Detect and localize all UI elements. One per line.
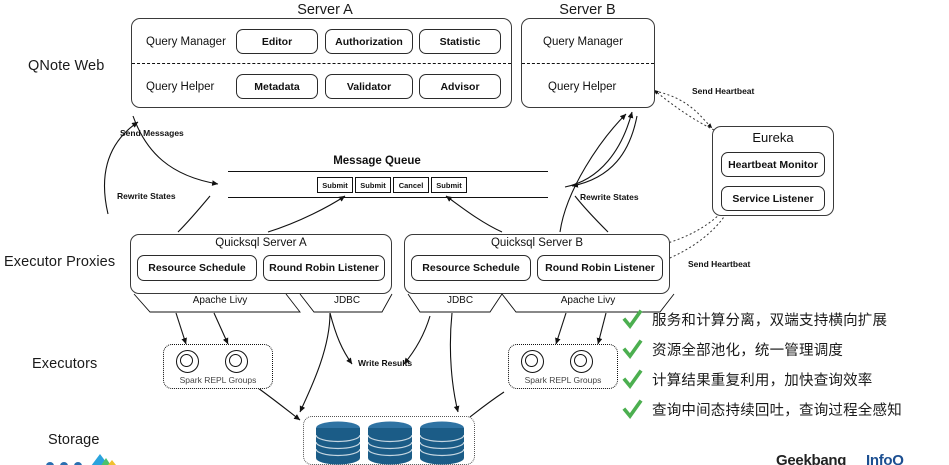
server-b-row-label-query-helper: Query Helper <box>548 81 617 93</box>
server-a-title: Server A <box>297 2 353 18</box>
edge-label-write-results: Write Results <box>358 358 413 368</box>
connector-label-jdbc-a: JDBC <box>333 295 361 306</box>
spark-repl-node-left-2 <box>225 350 248 373</box>
list-item: 计算结果重复利用，加快查询效率 <box>622 366 902 392</box>
spark-repl-node-right-2 <box>570 350 593 373</box>
module-editor[interactable]: Editor <box>236 29 318 54</box>
message-queue-rail-bottom <box>228 197 548 198</box>
server-a-row-label-query-helper: Query Helper <box>146 81 215 93</box>
brand-infoq: InfoQ <box>866 452 904 465</box>
storage-databases <box>315 421 465 465</box>
message-queue-chip-4[interactable]: Submit <box>431 177 467 193</box>
list-item: 资源全部池化，统一管理调度 <box>622 336 902 362</box>
layer-label-qnote-web: QNote Web <box>28 58 105 74</box>
server-a-row-label-query-manager: Query Manager <box>146 36 226 48</box>
server-b-title: Server B <box>559 2 616 18</box>
benefits-list: 服务和计算分离，双端支持横向扩展 资源全部池化，统一管理调度 计算结果重复利用，… <box>622 306 902 422</box>
quicksql-server-b-title: Quicksql Server B <box>490 237 584 249</box>
message-queue-chip-2[interactable]: Submit <box>355 177 391 193</box>
list-item: 查询中间态持续回吐，查询过程全感知 <box>622 396 902 422</box>
benefit-text-3: 计算结果重复利用，加快查询效率 <box>652 372 873 389</box>
spark-repl-group-left-label: Spark REPL Groups <box>179 375 257 385</box>
benefit-text-2: 资源全部池化，统一管理调度 <box>652 342 844 359</box>
eureka-title: Eureka <box>752 130 794 145</box>
connector-label-apache-livy-a: Apache Livy <box>192 295 248 306</box>
module-metadata[interactable]: Metadata <box>236 74 318 99</box>
check-icon <box>622 368 643 390</box>
server-b-box <box>521 18 655 108</box>
edge-label-send-heartbeat-top: Send Heartbeat <box>692 86 755 96</box>
list-item: 服务和计算分离，双端支持横向扩展 <box>622 306 902 332</box>
quicksql-b-module-round-robin-listener[interactable]: Round Robin Listener <box>537 255 663 281</box>
message-queue-chip-3[interactable]: Cancel <box>393 177 429 193</box>
edge-label-send-messages: Send Messages <box>120 128 184 138</box>
quicksql-a-module-round-robin-listener[interactable]: Round Robin Listener <box>263 255 385 281</box>
module-authorization[interactable]: Authorization <box>325 29 413 54</box>
spark-repl-group-right-label: Spark REPL Groups <box>524 375 602 385</box>
quicksql-server-a-title: Quicksql Server A <box>215 237 307 249</box>
layer-label-storage: Storage <box>48 432 100 448</box>
server-a-divider <box>132 63 511 64</box>
module-validator[interactable]: Validator <box>325 74 413 99</box>
check-icon <box>622 398 643 420</box>
layer-label-executor-proxies: Executor Proxies <box>4 254 116 270</box>
server-b-row-label-query-manager: Query Manager <box>543 36 623 48</box>
check-icon <box>622 338 643 360</box>
quicksql-b-module-resource-schedule[interactable]: Resource Schedule <box>411 255 531 281</box>
benefit-text-4: 查询中间态持续回吐，查询过程全感知 <box>652 402 902 419</box>
connector-label-jdbc-b: JDBC <box>446 295 474 306</box>
module-advisor[interactable]: Advisor <box>419 74 501 99</box>
spark-repl-node-right-1 <box>521 350 544 373</box>
message-queue-title: Message Queue <box>333 155 421 167</box>
layer-label-executors: Executors <box>32 356 98 372</box>
message-queue-chip-1[interactable]: Submit <box>317 177 353 193</box>
storage-vendor-logo <box>46 454 116 465</box>
server-b-divider <box>522 63 654 64</box>
check-icon <box>622 308 643 330</box>
spark-repl-node-left-1 <box>176 350 199 373</box>
message-queue-rail-top <box>228 171 548 172</box>
quicksql-a-module-resource-schedule[interactable]: Resource Schedule <box>137 255 257 281</box>
connector-label-apache-livy-b: Apache Livy <box>560 295 616 306</box>
benefit-text-1: 服务和计算分离，双端支持横向扩展 <box>652 312 888 329</box>
edge-label-rewrite-states-right: Rewrite States <box>580 192 639 202</box>
edge-label-rewrite-states-left: Rewrite States <box>117 191 176 201</box>
eureka-module-heartbeat-monitor[interactable]: Heartbeat Monitor <box>721 152 825 177</box>
module-statistic[interactable]: Statistic <box>419 29 501 54</box>
eureka-module-service-listener[interactable]: Service Listener <box>721 186 825 211</box>
brand-geekbang: Geekbang <box>776 452 847 465</box>
edge-label-send-heartbeat-bottom: Send Heartbeat <box>688 259 751 269</box>
